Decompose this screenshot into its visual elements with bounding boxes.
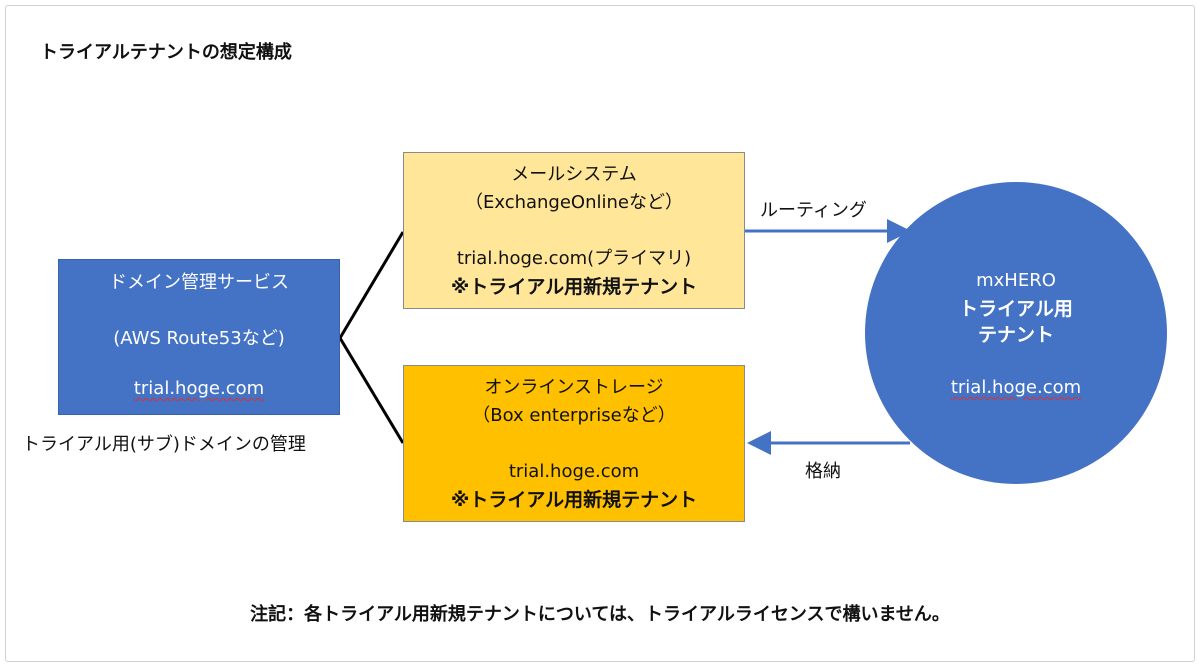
connector-to-mail	[338, 231, 405, 339]
domain-service-caption: トライアル用(サブ)ドメインの管理	[22, 434, 306, 455]
store-label: 格納	[805, 461, 841, 482]
online-storage-domain: trial.hoge.com	[508, 461, 640, 482]
mail-system-tenant: ※トライアル用新規テナント	[450, 276, 698, 298]
routing-label: ルーティング	[760, 200, 867, 221]
mxhero-domain: trial.hoge.com	[950, 377, 1082, 398]
online-storage-tenant: ※トライアル用新規テナント	[450, 489, 698, 511]
domain-service-example: (AWS Route53など)	[113, 328, 285, 349]
mxhero-tenant-circle: mxHERO トライアル用 テナント trial.hoge.com	[865, 182, 1167, 484]
mail-system-box: メールシステム （ExchangeOnlineなど） trial.hoge.co…	[403, 152, 745, 309]
domain-service-box: ドメイン管理サービス (AWS Route53など) trial.hoge.co…	[58, 259, 340, 415]
footnote: 注記：各トライアル用新規テナントについては、トライアルライセンスで構いません。	[250, 604, 950, 625]
mail-system-example: （ExchangeOnlineなど）	[464, 192, 683, 213]
diagram-frame	[5, 5, 1195, 662]
connector-to-storage	[338, 337, 405, 444]
mxhero-line2: テナント	[977, 324, 1054, 346]
online-storage-name: オンラインストレージ	[484, 377, 664, 398]
domain-service-domain: trial.hoge.com	[133, 378, 265, 399]
mxhero-line1: トライアル用	[959, 298, 1073, 320]
online-storage-example: （Box enterpriseなど）	[472, 405, 676, 426]
online-storage-box: オンラインストレージ （Box enterpriseなど） trial.hoge…	[403, 365, 745, 522]
mail-system-name: メールシステム	[511, 164, 637, 185]
domain-service-name: ドメイン管理サービス	[109, 272, 289, 293]
diagram-title: トライアルテナントの想定構成	[40, 42, 292, 63]
mxhero-name: mxHERO	[976, 270, 1056, 291]
mail-system-domain: trial.hoge.com(プライマリ)	[456, 248, 692, 269]
